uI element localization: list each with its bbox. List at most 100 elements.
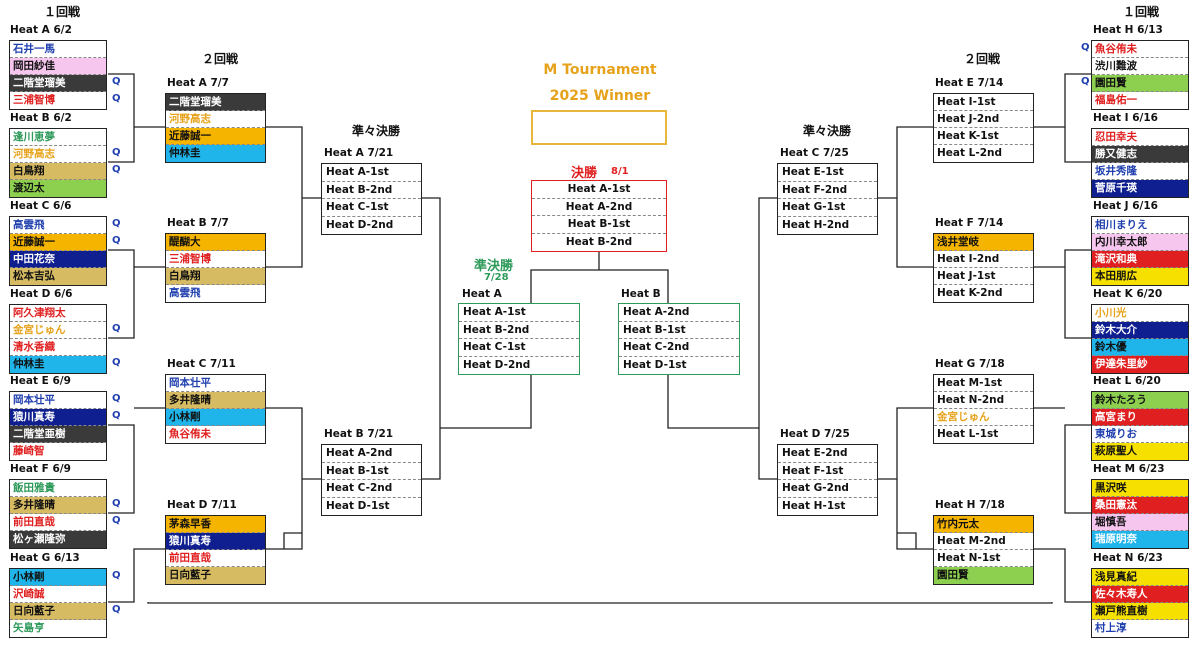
semi-heat-label: Heat A — [462, 288, 502, 300]
player-row: 高宮まり — [1092, 409, 1188, 426]
r1-heat-box-right: 相川まりえ内川幸太郎滝沢和典本田朋広 — [1091, 216, 1189, 286]
qualified-mark: Q — [112, 147, 121, 158]
r2-heat-label: Heat F 7/14 — [935, 217, 1004, 229]
bracket-line — [1064, 424, 1091, 514]
player-row: 沢崎誠 — [10, 586, 106, 603]
player-row: 多井隆晴 — [166, 392, 265, 409]
r1-heat-label: Heat L 6/20 — [1093, 375, 1161, 387]
player-row: 阿久津翔太 — [10, 305, 106, 322]
r1-heat-label: Heat K 6/20 — [1093, 288, 1163, 300]
bracket-line — [897, 532, 917, 549]
r2-heat-box-left: 岡本壮平多井隆晴小林剛魚谷侑未 — [165, 374, 266, 444]
player-row: 逢川恵夢 — [10, 129, 106, 146]
player-row: 魚谷侑未 — [1092, 41, 1188, 58]
player-row: 黒沢咲 — [1092, 480, 1188, 497]
round-label-r2-left: ２回戦 — [201, 52, 238, 66]
slot-row: Heat D-2nd — [463, 358, 531, 371]
r2-heat-box-left: 茅森早香猿川真寿前田直哉日向藍子 — [165, 515, 266, 585]
player-row: 園田賢 — [1092, 75, 1188, 92]
final-label: 決勝 — [571, 166, 598, 181]
player-row: 近藤誠一 — [166, 128, 265, 145]
r1-heat-box-right: 浅見真紀佐々木寿人瀬戸熊直樹村上淳 — [1091, 568, 1189, 638]
qualified-mark: Q — [112, 235, 121, 246]
player-row: Heat N-2nd — [934, 392, 1033, 409]
tournament-title: M Tournament — [543, 62, 657, 78]
bracket-line — [1034, 548, 1091, 603]
player-row: 小川光 — [1092, 305, 1188, 322]
slot-row: Heat B-2nd — [322, 182, 421, 199]
qualified-mark: Q — [112, 393, 121, 404]
slot-row: Heat B-1st — [619, 322, 739, 339]
r2-heat-label: Heat C 7/11 — [167, 358, 236, 370]
slot-row: Heat G-2nd — [778, 480, 877, 498]
r1-heat-label: Heat A 6/2 — [10, 24, 72, 36]
player-row: 金宮じゅん — [934, 409, 1033, 426]
player-row: 忍田幸夫 — [1092, 129, 1188, 146]
player-row: 二階堂瑠美 — [10, 75, 106, 92]
player-row: 前田直哉 — [166, 550, 265, 567]
player-row: 堀慎吾 — [1092, 514, 1188, 531]
player-row: Heat L-2nd — [934, 145, 1033, 162]
player-row: 瀬戸熊直樹 — [1092, 603, 1188, 620]
player-row: 日向藍子 — [10, 603, 106, 620]
player-row: 河野高志 — [166, 111, 265, 128]
qf-heat-label: Heat D 7/25 — [780, 428, 850, 440]
player-row: 内川幸太郎 — [1092, 234, 1188, 251]
r1-heat-label: Heat D 6/6 — [10, 288, 73, 300]
slot-row: Heat E-1st — [778, 164, 877, 182]
r1-heat-box-right: 小川光鈴木大介鈴木優伊達朱里紗 — [1091, 304, 1189, 374]
player-row: 飯田雅貴 — [10, 480, 106, 497]
qualified-mark: Q — [112, 76, 121, 87]
player-row: 三浦智博 — [10, 92, 106, 109]
qualified-mark: Q — [112, 323, 121, 334]
player-row: 仲林圭 — [166, 145, 265, 162]
player-row: 金宮じゅん — [10, 322, 106, 339]
slot-row: Heat F-2nd — [778, 182, 877, 199]
player-row: 高雲飛 — [166, 285, 265, 302]
player-row: 猿川真寿 — [166, 533, 265, 550]
bracket-line — [896, 407, 933, 550]
slot-row: Heat A-2nd — [322, 445, 421, 463]
qf-heat-label: Heat C 7/25 — [780, 147, 849, 159]
player-row: Heat I-1st — [934, 94, 1033, 111]
player-row: 醍醐大 — [166, 234, 265, 251]
player-row: 竹内元太 — [934, 516, 1033, 533]
bracket-line — [283, 532, 302, 549]
player-row: 岡田紗佳 — [10, 58, 106, 75]
player-row: 勝又健志 — [1092, 146, 1188, 163]
r1-heat-box-right: 魚谷侑未渋川難波園田賢福島佑一 — [1091, 40, 1189, 110]
bracket-line — [758, 197, 777, 480]
player-row: 松ヶ瀬隆弥 — [10, 531, 106, 548]
player-row: 茅森早香 — [166, 516, 265, 533]
player-row: 浅見真紀 — [1092, 569, 1188, 586]
player-row: 二階堂瑠美 — [166, 94, 265, 111]
player-row: 東城りお — [1092, 426, 1188, 443]
player-row: 白鳥翔 — [10, 163, 106, 180]
bracket-line — [422, 197, 441, 480]
qf-heat-label: Heat B 7/21 — [324, 428, 394, 440]
qualified-mark: Q — [112, 515, 121, 526]
player-row: 岡本壮平 — [166, 375, 265, 392]
slot-row: Heat A-2nd — [532, 199, 666, 216]
slot-row: Heat A-1st — [459, 304, 579, 322]
slot-row: Heat G-1st — [778, 199, 877, 217]
r1-heat-box-left: 逢川恵夢河野高志白鳥翔渡辺太 — [9, 128, 107, 198]
player-row: Heat L-1st — [934, 426, 1033, 443]
qualified-mark: Q — [1081, 42, 1090, 53]
player-row: 岡本壮平 — [10, 392, 106, 409]
player-row: 伊達朱里紗 — [1092, 356, 1188, 373]
qualified-mark: Q — [112, 93, 121, 104]
player-row: Heat M-1st — [934, 375, 1033, 392]
bracket-line — [266, 407, 303, 550]
bracket-line — [1064, 73, 1091, 163]
bracket-line — [667, 374, 759, 429]
slot-row: Heat C-1st — [322, 199, 421, 217]
player-row: 魚谷侑未 — [166, 426, 265, 443]
